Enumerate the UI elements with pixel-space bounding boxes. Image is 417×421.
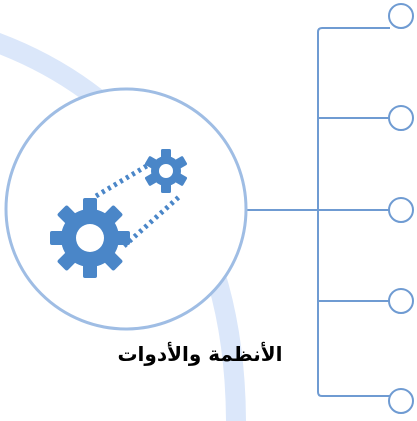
gears-icon [50, 149, 188, 278]
branch-node-3 [388, 197, 414, 223]
branch-bracket [317, 27, 390, 397]
hub-ring [4, 87, 248, 331]
branch-node-1 [388, 3, 414, 29]
branch-node-5 [388, 388, 414, 414]
branch-node-2 [388, 105, 414, 131]
chain-bottom [122, 194, 182, 248]
branch-node-4 [388, 288, 414, 314]
hub-title: الأنظمة والأدوات [117, 342, 283, 366]
